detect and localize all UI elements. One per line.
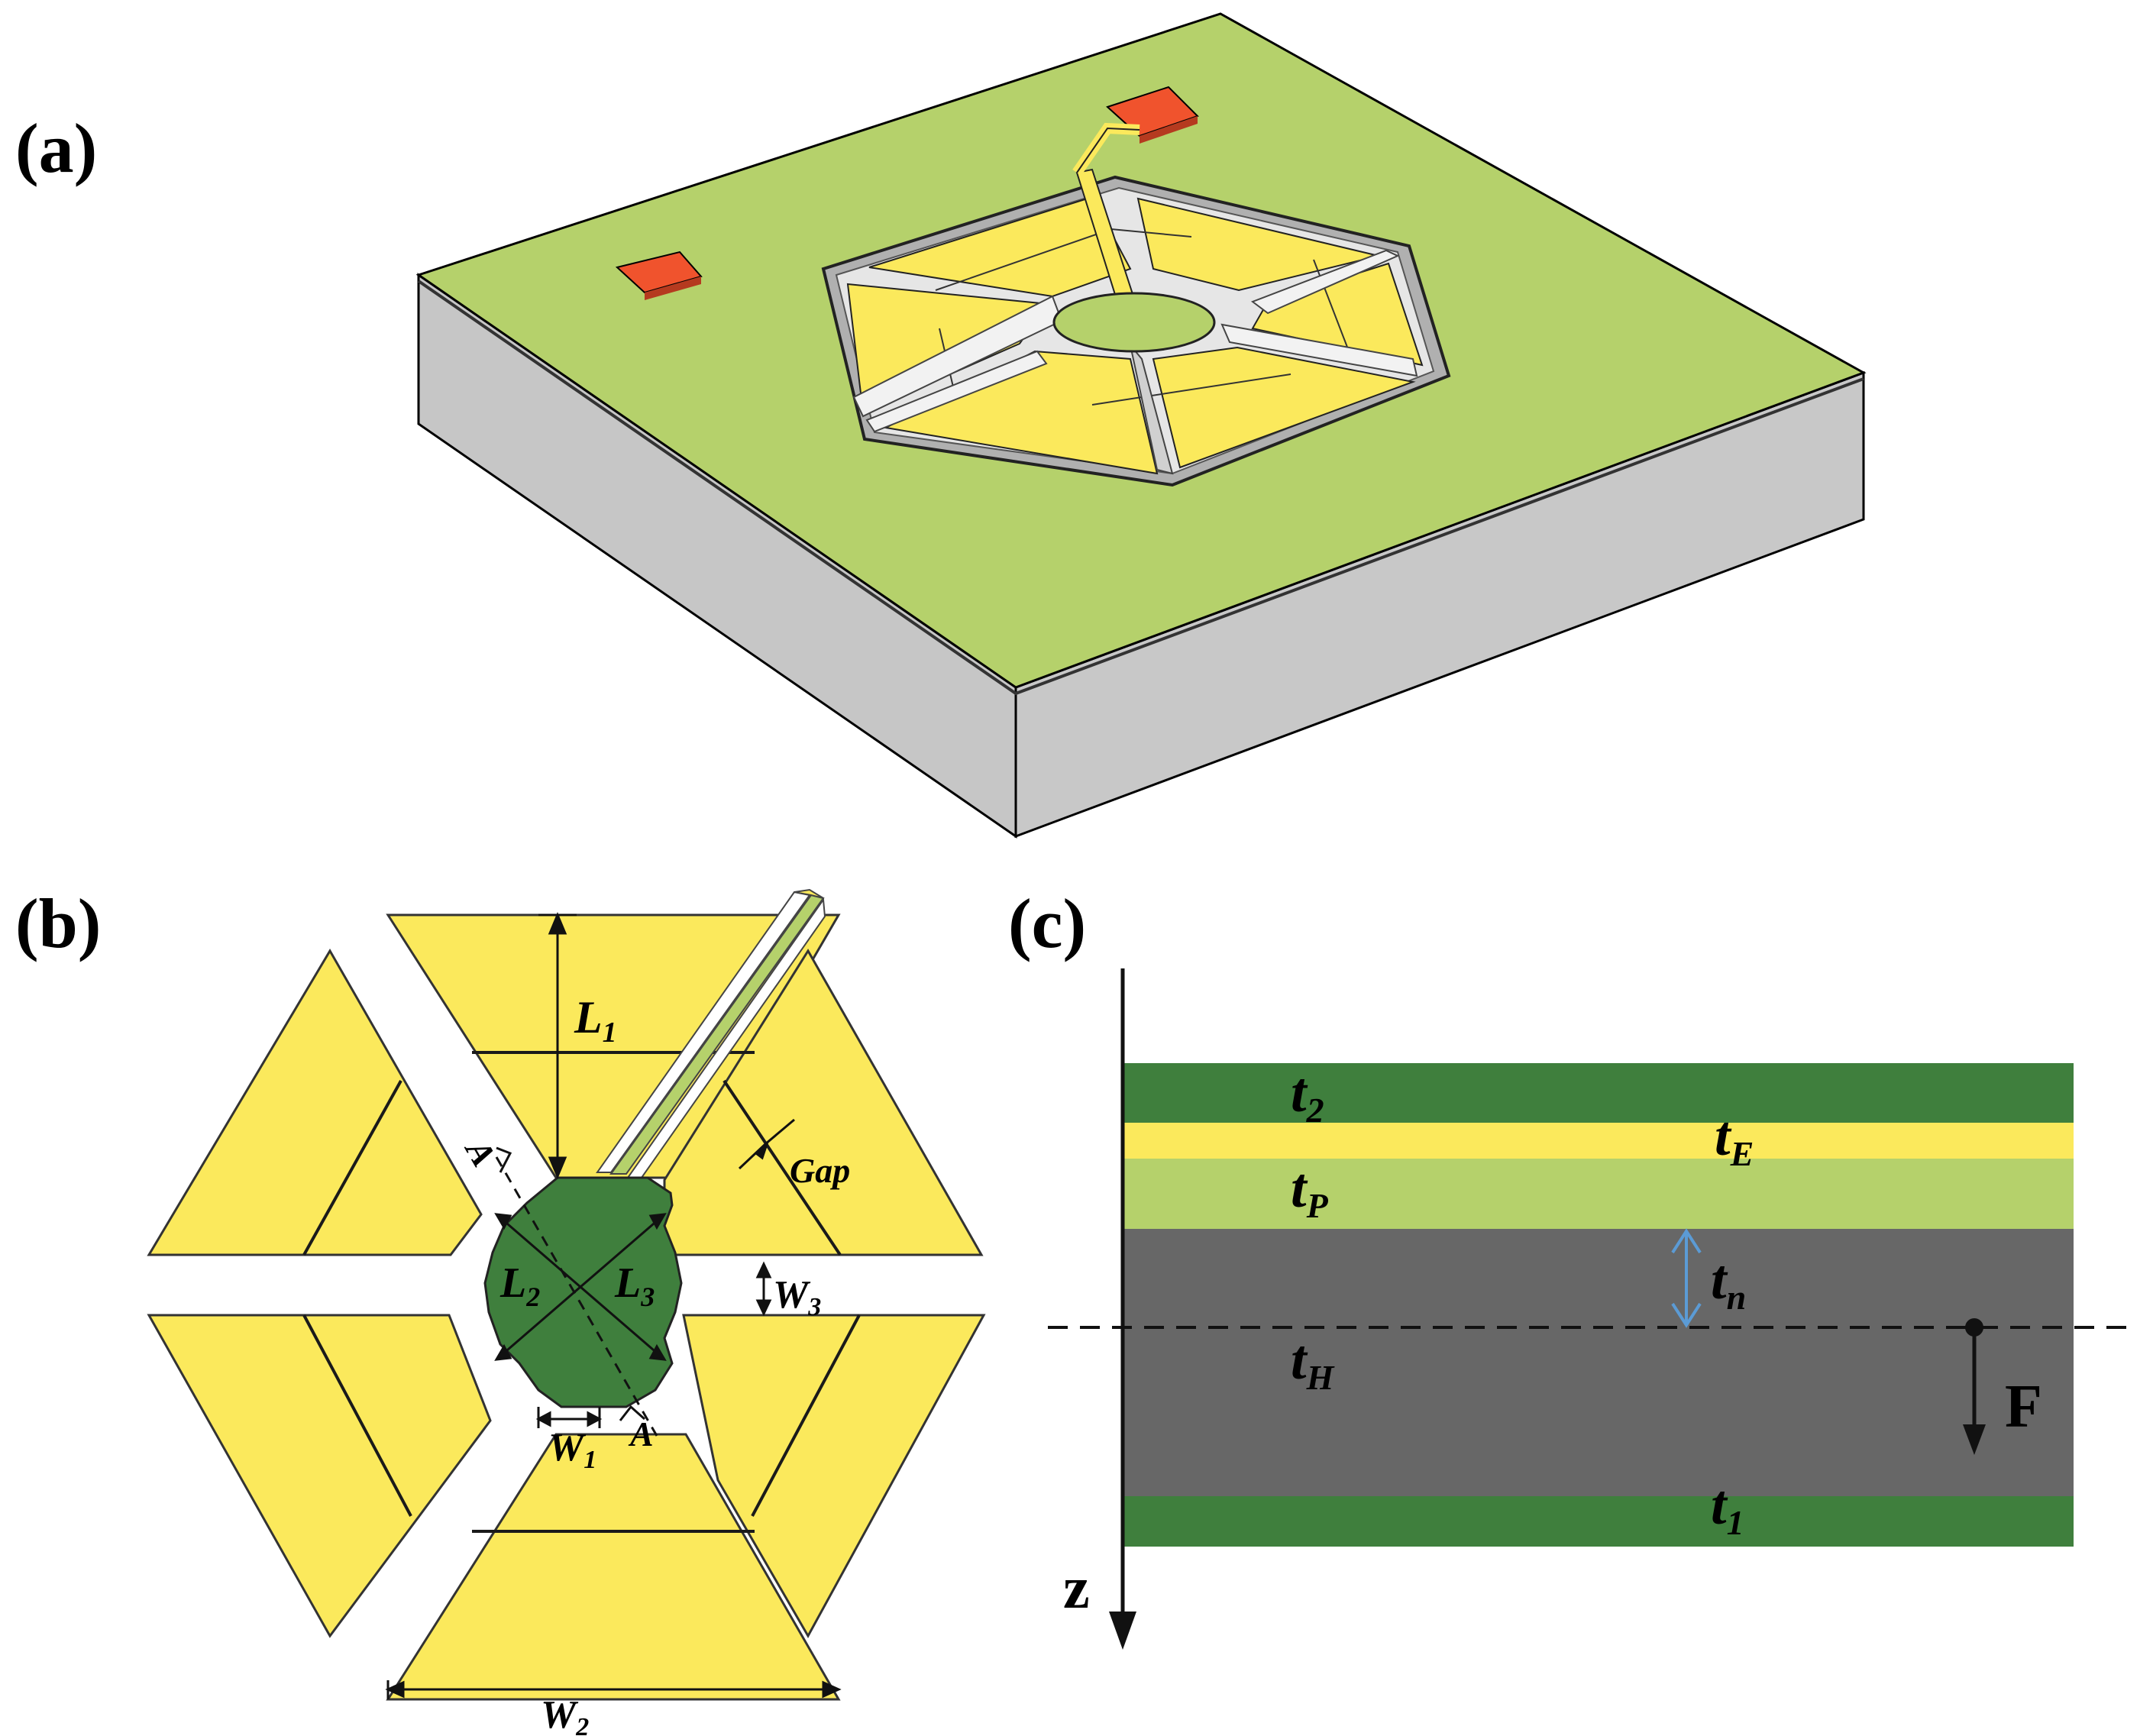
- electrode-bottom: [386, 1433, 841, 1701]
- electrode-left-upper: [147, 949, 483, 1256]
- panel-a: (a): [15, 12, 1867, 839]
- layer-tP: [1123, 1159, 2074, 1229]
- dim-gap: Gap: [790, 1151, 850, 1190]
- panel-b: (b): [15, 884, 986, 1736]
- contact-pad-left: [615, 251, 703, 300]
- dim-L2: L2: [499, 1259, 540, 1312]
- electrode-top-right: [1136, 197, 1379, 292]
- panel-c-label: (c): [1008, 884, 1086, 962]
- layer-t1: [1123, 1496, 2074, 1547]
- dim-W2: W2: [541, 1693, 589, 1736]
- layer-t2: [1123, 1063, 2074, 1123]
- force-arrowhead: [1963, 1424, 1986, 1455]
- panel-c: (c) t2 tE tP tn tH t1 z F: [1008, 884, 2138, 1650]
- section-A-bottom: A: [628, 1414, 654, 1453]
- label-tE: tE: [1715, 1105, 1754, 1173]
- center-disk: [483, 1176, 683, 1408]
- force-label: F: [2005, 1373, 2042, 1440]
- layer-tE: [1123, 1123, 2074, 1159]
- hexagon-cavity: [821, 122, 1451, 487]
- label-tP: tP: [1291, 1157, 1329, 1225]
- signal-lead: [596, 888, 826, 1178]
- tn-arrow: [1671, 1228, 1702, 1328]
- label-t1: t1: [1711, 1474, 1744, 1542]
- electrode-top: [868, 196, 1132, 298]
- electrode-left-lower: [147, 1314, 492, 1638]
- dim-W1: W1: [548, 1426, 596, 1474]
- z-axis-arrowhead: [1109, 1612, 1136, 1650]
- center-disk: [1052, 292, 1216, 353]
- layer-tH: [1123, 1229, 2074, 1496]
- dim-L3: L3: [614, 1259, 655, 1312]
- section-A-top: A: [457, 1131, 504, 1173]
- dim-L1: L1: [574, 992, 617, 1049]
- label-t2: t2: [1291, 1062, 1324, 1130]
- z-axis-label: z: [1063, 1554, 1090, 1621]
- panel-b-label: (b): [15, 884, 101, 962]
- electrode-right: [682, 1314, 986, 1639]
- label-tn: tn: [1711, 1249, 1746, 1317]
- electrode-bottom-right: [1152, 346, 1416, 469]
- panel-a-label: (a): [15, 109, 97, 187]
- dim-W3: W3: [773, 1273, 821, 1321]
- label-tH: tH: [1291, 1329, 1335, 1397]
